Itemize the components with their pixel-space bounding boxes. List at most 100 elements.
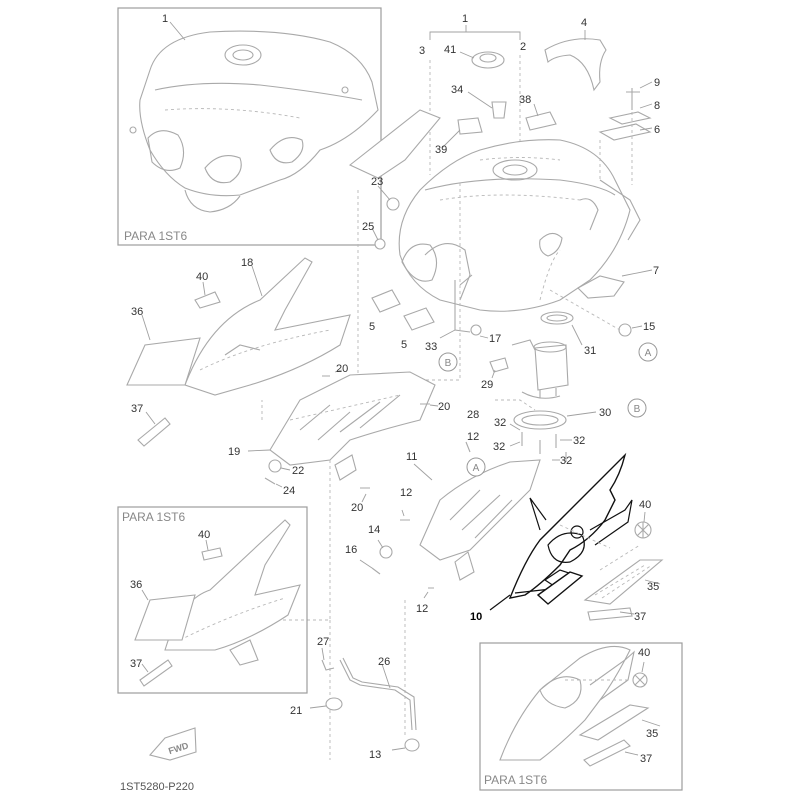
- callout-36-variant: 36: [130, 579, 142, 591]
- callout-12-bottom: 12: [416, 603, 428, 615]
- variant-box-bottom-right: PARA 1ST6: [479, 642, 683, 791]
- callout-32d: 32: [560, 455, 572, 467]
- fuel-tank-assembly: [348, 25, 653, 462]
- marker-a-label: A: [645, 348, 652, 359]
- marker-a-center: A: [466, 457, 486, 477]
- callout-9: 9: [654, 77, 660, 89]
- callout-40-right: 40: [639, 499, 651, 511]
- callout-7: 7: [653, 265, 659, 277]
- callout-37: 37: [131, 403, 143, 415]
- side-cowl-18: [184, 257, 351, 396]
- callout-6: 6: [654, 124, 660, 136]
- fuel-pump: [511, 339, 569, 399]
- variant-box-frame: [117, 7, 382, 246]
- fuel-tank: [398, 139, 631, 312]
- variant-box-label: PARA 1ST6: [484, 773, 547, 787]
- callout-20a: 20: [336, 363, 348, 375]
- callout-12-mid: 12: [400, 487, 412, 499]
- callout-32a: 32: [494, 417, 506, 429]
- callout-38: 38: [519, 94, 531, 106]
- callout-17: 17: [489, 333, 501, 345]
- variant-box-frame: [117, 506, 308, 694]
- callout-32c: 32: [573, 435, 585, 447]
- inner-panel-19: [269, 371, 436, 466]
- marker-b-fueltank: B: [438, 352, 458, 372]
- callout-1-variant: 1: [162, 13, 168, 25]
- side-cover-11: [419, 459, 541, 561]
- damper-5a: [371, 289, 401, 313]
- callout-34: 34: [451, 84, 463, 96]
- callout-29: 29: [481, 379, 493, 391]
- callout-22: 22: [292, 465, 304, 477]
- callout-5a: 5: [369, 321, 375, 333]
- callout-40-variant: 40: [198, 529, 210, 541]
- callout-11: 11: [406, 451, 417, 463]
- callout-10: 10: [470, 611, 482, 623]
- callout-18: 18: [241, 257, 253, 269]
- callout-30: 30: [599, 407, 611, 419]
- marker-b-right: B: [627, 398, 647, 418]
- side-panel-group: [126, 257, 439, 621]
- callout-41: 41: [444, 44, 456, 56]
- callout-21: 21: [290, 705, 302, 717]
- marker-b-label: B: [445, 358, 452, 369]
- callout-15: 15: [643, 321, 655, 333]
- callout-28: 28: [467, 409, 479, 421]
- callout-24: 24: [283, 485, 295, 497]
- callout-3: 3: [419, 45, 425, 57]
- callout-27: 27: [317, 636, 329, 648]
- diagram-code: 1ST5280-P220: [120, 781, 194, 793]
- side-cover-10: [508, 452, 627, 599]
- callout-35: 35: [647, 581, 659, 593]
- callout-14: 14: [368, 524, 380, 536]
- callout-23: 23: [371, 176, 383, 188]
- callout-13: 13: [369, 749, 381, 761]
- decal-36: [126, 337, 201, 386]
- variant-box-label: PARA 1ST6: [122, 510, 185, 524]
- fuel-tank-variant-drawing: [129, 30, 379, 213]
- pipe-26: [339, 659, 413, 731]
- callout-20c: 20: [351, 502, 363, 514]
- callout-26: 26: [378, 656, 390, 668]
- callout-31: 31: [584, 345, 596, 357]
- callout-8: 8: [654, 100, 660, 112]
- variant-box-top-left: PARA 1ST6 1: [117, 7, 382, 246]
- callout-numbers: 1 2 3 4 5 5 6 7 8 9 10 11 12 12 12 13 14…: [130, 13, 660, 765]
- side-cover-11-group: FWD: [148, 441, 541, 761]
- callout-12-top: 12: [467, 431, 479, 443]
- variant-box-mid-left: PARA 1ST6: [117, 506, 308, 694]
- callout-36: 36: [131, 306, 143, 318]
- callout-35-variant: 35: [646, 728, 658, 740]
- pump-ring: [513, 410, 567, 430]
- callout-4: 4: [581, 17, 587, 29]
- callout-25: 25: [362, 221, 374, 233]
- marker-b-right-label: B: [634, 404, 641, 415]
- callout-37-variant-br: 37: [640, 753, 652, 765]
- rubber-strip: [544, 38, 607, 92]
- callout-37-variant: 37: [130, 658, 142, 670]
- side-cover-10-highlighted: [489, 452, 633, 611]
- callout-16: 16: [345, 544, 357, 556]
- marker-a-fueltank: A: [638, 342, 658, 362]
- fuel-cap: [471, 51, 505, 69]
- callout-39: 39: [435, 144, 447, 156]
- variant-box-label: PARA 1ST6: [124, 229, 187, 243]
- callout-33: 33: [425, 341, 437, 353]
- variant-box-frame: [479, 642, 683, 791]
- callout-20b: 20: [438, 401, 450, 413]
- callout-1: 1: [462, 13, 468, 25]
- callout-40-variant-br: 40: [638, 647, 650, 659]
- marker-a-center-label: A: [473, 463, 480, 474]
- damper-5b: [403, 307, 435, 331]
- callout-37-right: 37: [634, 611, 646, 623]
- callout-5b: 5: [401, 339, 407, 351]
- right-decals: [583, 511, 664, 621]
- callout-32b: 32: [493, 441, 505, 453]
- callout-19: 19: [228, 446, 240, 458]
- callout-40: 40: [196, 271, 208, 283]
- filler-neck: [491, 101, 507, 119]
- fwd-arrow-icon: FWD: [148, 727, 197, 761]
- callout-2: 2: [520, 41, 526, 53]
